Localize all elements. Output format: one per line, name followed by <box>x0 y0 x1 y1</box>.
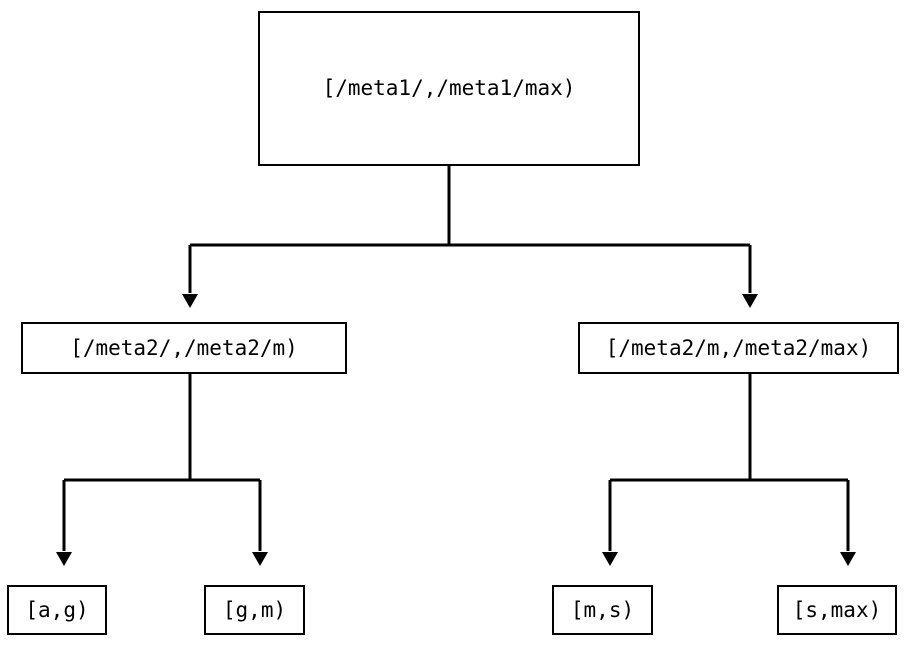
tree-node-mid-right[interactable]: [/meta2/m,/meta2/max) <box>578 322 899 374</box>
tree-node-leaf[interactable]: [a,g) <box>7 585 107 635</box>
tree-node-mid-left-label: [/meta2/,/meta2/m) <box>70 335 298 360</box>
tree-node-leaf-label: [s,max) <box>792 597 882 622</box>
tree-node-leaf-label: [m,s) <box>570 597 635 622</box>
tree-node-root[interactable]: [/meta1/,/meta1/max) <box>258 11 640 166</box>
tree-node-root-label: [/meta1/,/meta1/max) <box>322 76 576 100</box>
tree-node-leaf-label: [a,g) <box>25 597 89 622</box>
arrowhead-to-mid-right <box>742 294 758 308</box>
arrowhead-to-leaf-1 <box>252 552 268 566</box>
arrowhead-to-leaf-0 <box>56 552 72 566</box>
tree-node-mid-right-label: [/meta2/m,/meta2/max) <box>605 335 872 360</box>
tree-node-leaf[interactable]: [s,max) <box>777 585 897 635</box>
arrowhead-to-leaf-2 <box>602 552 618 566</box>
tree-node-mid-left[interactable]: [/meta2/,/meta2/m) <box>21 322 347 374</box>
arrowhead-to-leaf-3 <box>840 552 856 566</box>
tree-node-leaf-label: [g,m) <box>222 597 287 622</box>
tree-node-leaf[interactable]: [g,m) <box>204 585 305 635</box>
arrowhead-to-mid-left <box>182 294 198 308</box>
tree-node-leaf[interactable]: [m,s) <box>552 585 653 635</box>
